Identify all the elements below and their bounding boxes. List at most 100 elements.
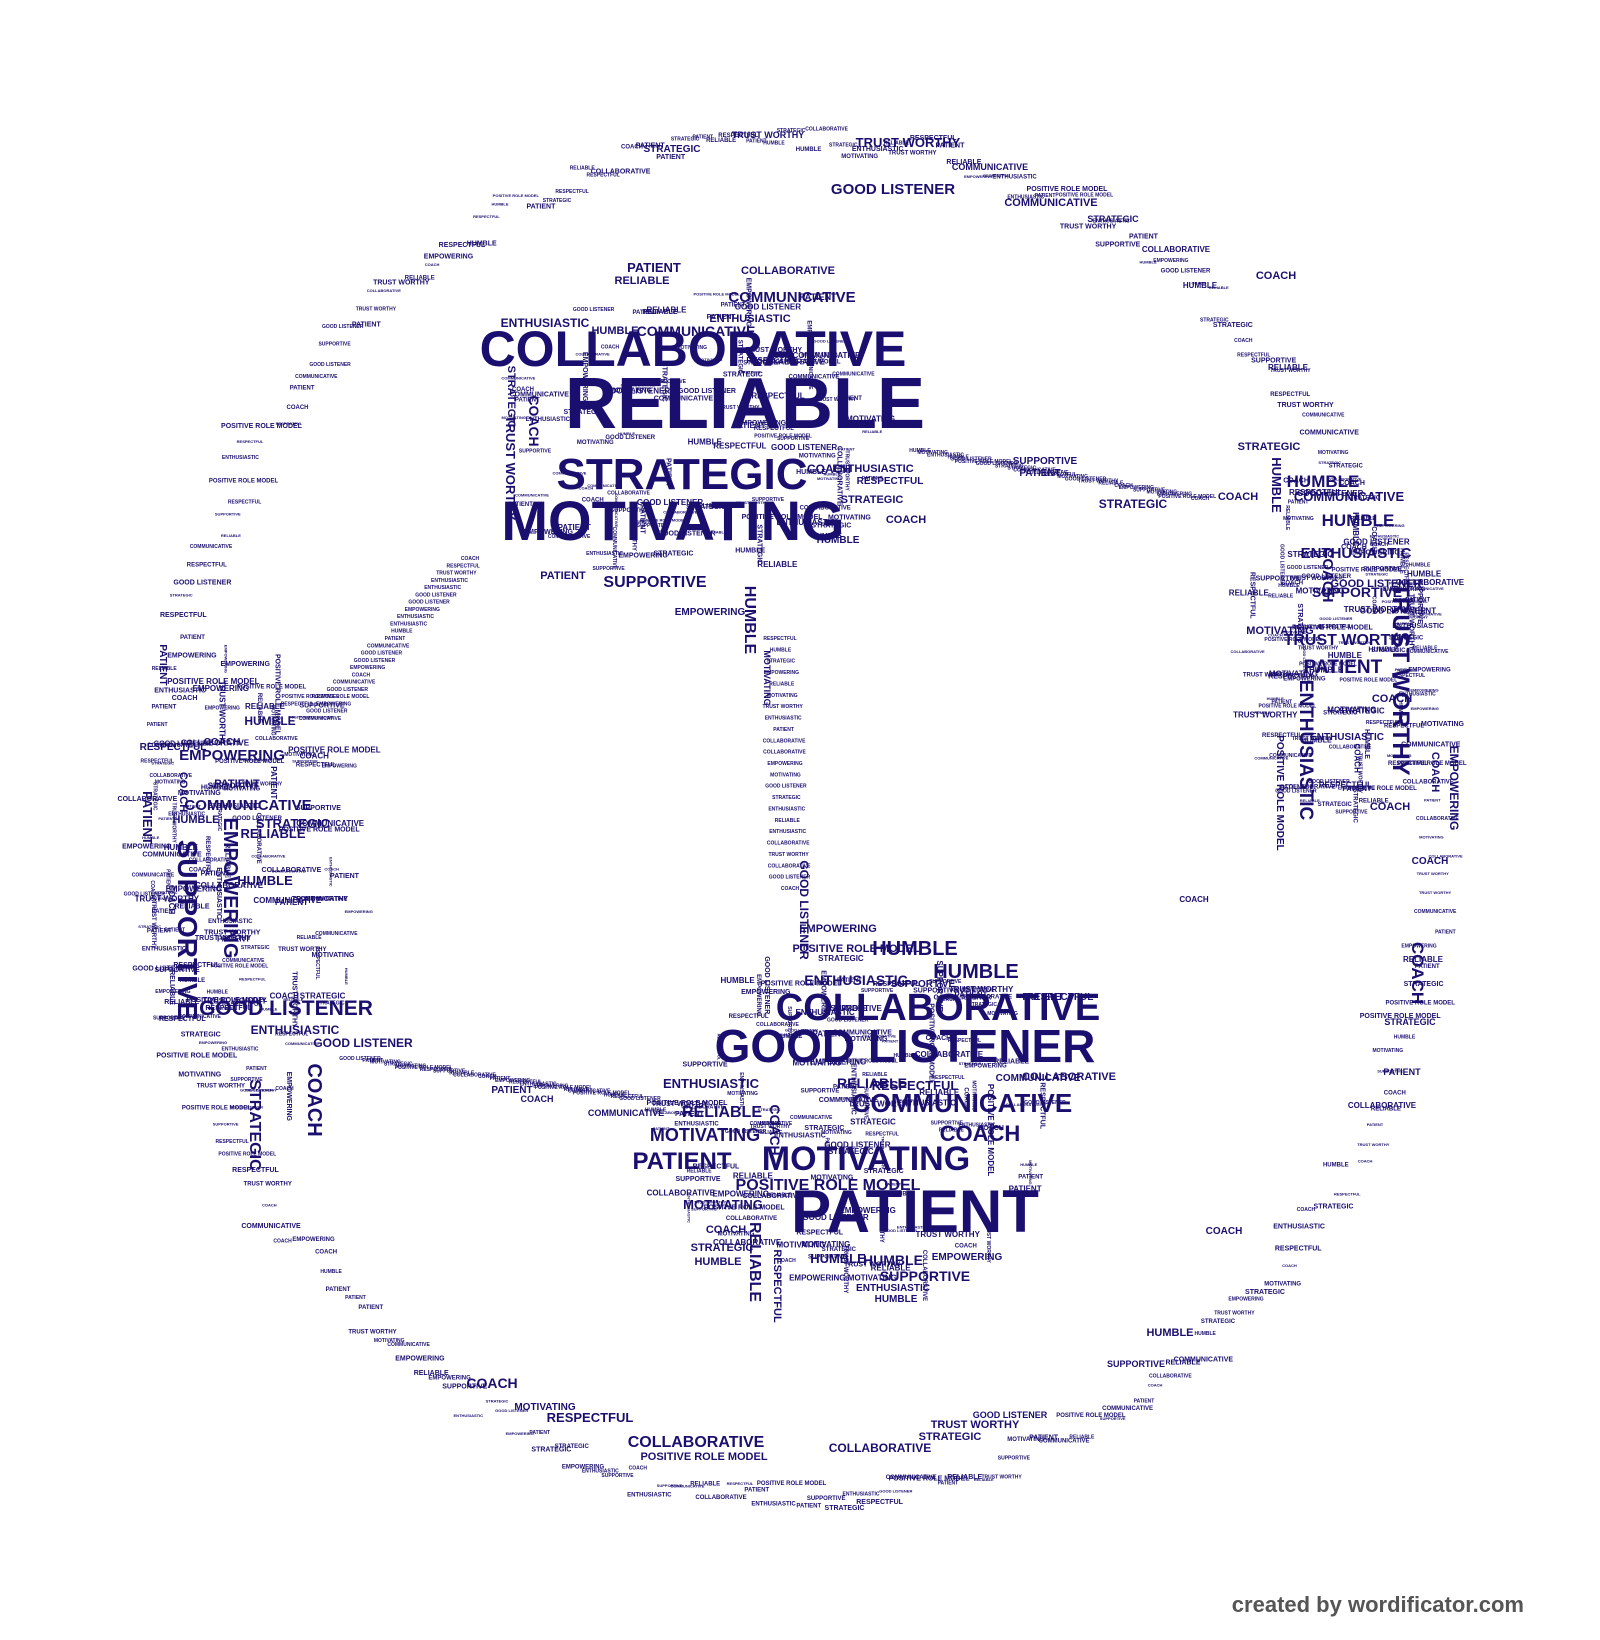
cloud-filler-word: STRATEGIC bbox=[804, 1125, 844, 1132]
cloud-filler-word: RESPECTFUL bbox=[1289, 488, 1342, 497]
cloud-filler-word: COLLABORATIVE bbox=[1026, 470, 1069, 476]
cloud-word: COACH bbox=[1412, 856, 1449, 867]
cloud-filler-word: COMMUNICATIVE bbox=[789, 374, 840, 380]
cloud-word: MOTIVATING bbox=[501, 489, 844, 552]
cloud-filler-word: MOTIVATING bbox=[801, 1240, 850, 1249]
cloud-filler-word: TRUST WORTHY bbox=[217, 681, 226, 746]
cloud-filler-word: POSITIVE ROLE MODEL bbox=[1292, 625, 1374, 632]
cloud-word: SUPPORTIVE bbox=[1107, 1359, 1165, 1369]
cloud-filler-word: PATIENT bbox=[837, 978, 862, 984]
cloud-filler-word: POSITIVE ROLE MODEL bbox=[573, 1091, 631, 1097]
cloud-filler-word: STRATEGIC bbox=[811, 523, 851, 530]
cloud-filler-word: TRUST WORTHY bbox=[763, 704, 804, 710]
cloud-filler-word: GOOD LISTENER bbox=[605, 435, 655, 441]
cloud-filler-word: EMPOWERING bbox=[562, 1464, 605, 1470]
cloud-filler-word: COMMUNICATIVE bbox=[832, 371, 875, 377]
cloud-word: GOOD LISTENER bbox=[831, 181, 955, 198]
cloud-filler-word: COLLABORATIVE bbox=[1403, 780, 1454, 786]
cloud-filler-word: POSITIVE ROLE MODEL bbox=[647, 1100, 729, 1107]
cloud-filler-word: HUMBLE bbox=[1309, 665, 1344, 674]
cloud-word: PATIENT bbox=[491, 1085, 532, 1096]
cloud-filler-word: TRUST WORTHY bbox=[195, 935, 252, 942]
cloud-filler-word: COACH bbox=[512, 387, 534, 393]
cloud-filler-word: GOOD LISTENER bbox=[232, 816, 282, 822]
cloud-filler-word: STRATEGIC bbox=[1321, 576, 1344, 581]
cloud-filler-word: POSITIVE ROLE MODEL bbox=[282, 694, 340, 700]
cloud-filler-word: RELIABLE bbox=[1069, 1435, 1095, 1441]
cloud-filler-word: RELIABLE bbox=[570, 165, 596, 171]
cloud-filler-word: COLLABORATIVE bbox=[1416, 816, 1459, 822]
cloud-filler-word: COMMUNICATIVE bbox=[190, 544, 233, 550]
cloud-filler-word: TRUST WORTHY bbox=[1233, 711, 1298, 720]
cloud-filler-word: HUMBLE bbox=[1407, 570, 1442, 579]
cloud-filler-word: SUPPORTIVE bbox=[610, 508, 649, 514]
cloud-filler-word: STRATEGIC bbox=[736, 340, 742, 375]
cloud-filler-word: COACH bbox=[582, 497, 604, 503]
cloud-filler-word: POSITIVE ROLE MODEL bbox=[1332, 568, 1402, 574]
cloud-filler-word: TRUST WORTHY bbox=[204, 930, 261, 937]
cloud-filler-word: COMMUNICATIVE bbox=[367, 643, 410, 649]
cloud-filler-word: RELIABLE bbox=[1371, 1107, 1401, 1113]
cloud-filler-word: COMMUNICATIVE bbox=[1269, 753, 1312, 759]
cloud-word: TRUST WORTHY bbox=[732, 130, 805, 140]
cloud-word: POSITIVE ROLE MODEL bbox=[736, 1177, 921, 1194]
cloud-filler-word: COACH bbox=[579, 486, 594, 491]
cloud-filler-word: HUMBLE bbox=[1394, 1035, 1416, 1041]
cloud-filler-word: PATIENT bbox=[275, 898, 308, 907]
cloud-filler-word: COMMUNICATIVE bbox=[510, 392, 570, 399]
cloud-filler-word: SUPPORTIVE bbox=[861, 988, 894, 994]
cloud-word: RESPECTFUL bbox=[872, 1078, 959, 1093]
cloud-word: COLLABORATIVE bbox=[741, 265, 835, 277]
cloud-filler-word: HUMBLE bbox=[467, 241, 497, 248]
cloud-filler-word: COMMUNICATIVE bbox=[548, 534, 591, 540]
cloud-filler-word: ENTHUSIASTIC bbox=[850, 1063, 857, 1115]
cloud-filler-word: COLLABORATIVE bbox=[915, 1050, 984, 1059]
cloud-filler-word: MOTIVATING bbox=[609, 388, 652, 395]
cloud-filler-word: MOTIVATING bbox=[767, 693, 798, 699]
cloud-filler-word: COLLABORATIVE bbox=[591, 169, 651, 176]
cloud-filler-word: COACH bbox=[273, 1238, 292, 1244]
cloud-filler-word: GOOD LISTENER bbox=[306, 709, 348, 715]
cloud-filler-word: MOTIVATING bbox=[1296, 587, 1345, 596]
cloud-filler-word: MOTIVATING bbox=[817, 476, 842, 481]
cloud-filler-word: HUMBLE bbox=[344, 968, 349, 985]
cloud-filler-word: PATIENT bbox=[508, 502, 533, 508]
cloud-filler-word: COLLABORATIVE bbox=[742, 1193, 802, 1200]
cloud-filler-word: COACH bbox=[300, 752, 330, 761]
cloud-filler-word: SUPPORTIVE bbox=[1251, 358, 1296, 365]
cloud-filler-word: RESPECTFUL bbox=[1388, 761, 1428, 767]
cloud-word: COMMUNICATIVE bbox=[996, 1073, 1081, 1084]
cloud-filler-word: COACH bbox=[287, 405, 309, 411]
cloud-filler-word: HUMBLE bbox=[688, 437, 723, 446]
cloud-filler-word: RELIABLE bbox=[256, 693, 262, 723]
cloud-filler-word: HUMBLE bbox=[179, 978, 205, 984]
cloud-filler-word: MOTIVATING bbox=[1387, 753, 1412, 758]
cloud-filler-word: PATIENT bbox=[164, 928, 185, 934]
cloud-filler-word: TRUST WORTHY bbox=[1292, 736, 1333, 742]
cloud-filler-word: PATIENT bbox=[732, 421, 765, 430]
cloud-filler-word: COLLABORATIVE bbox=[453, 1072, 496, 1078]
cloud-filler-word: MOTIVATING bbox=[821, 1130, 852, 1136]
cloud-filler-word: RELIABLE bbox=[221, 533, 241, 538]
cloud-word: RELIABLE bbox=[682, 1104, 762, 1121]
cloud-word: ENTHUSIASTIC bbox=[1310, 732, 1384, 743]
cloud-filler-word: TRUST WORTHY bbox=[843, 451, 849, 492]
cloud-filler-word: TRUST WORTHY bbox=[171, 803, 177, 844]
cloud-filler-word: GOOD LISTENER bbox=[1297, 489, 1363, 498]
cloud-filler-word: EMPOWERING bbox=[1283, 677, 1326, 683]
cloud-filler-word: MOTIVATING bbox=[801, 353, 838, 359]
cloud-word: COACH bbox=[521, 1094, 554, 1104]
cloud-filler-word: GOOD LISTENER bbox=[573, 307, 615, 313]
cloud-filler-word: GOOD LISTENER bbox=[240, 1087, 273, 1092]
cloud-filler-word: EMPOWERING bbox=[1157, 492, 1192, 498]
cloud-filler-word: COMMUNICATIVE bbox=[1102, 1406, 1153, 1412]
cloud-filler-word: EMPOWERING bbox=[322, 763, 357, 769]
cloud-word: COLLABORATIVE bbox=[776, 987, 1100, 1029]
cloud-filler-word: COMMUNICATIVE bbox=[654, 395, 714, 402]
cloud-filler-word: GOOD LISTENER bbox=[802, 1213, 868, 1222]
cloud-filler-word: SUPPORTIVE bbox=[752, 497, 785, 503]
cloud-filler-word: COMMUNICATIVE bbox=[387, 1342, 430, 1348]
cloud-filler-word: COLLABORATIVE bbox=[255, 736, 298, 742]
cloud-filler-word: COACH bbox=[425, 262, 440, 267]
